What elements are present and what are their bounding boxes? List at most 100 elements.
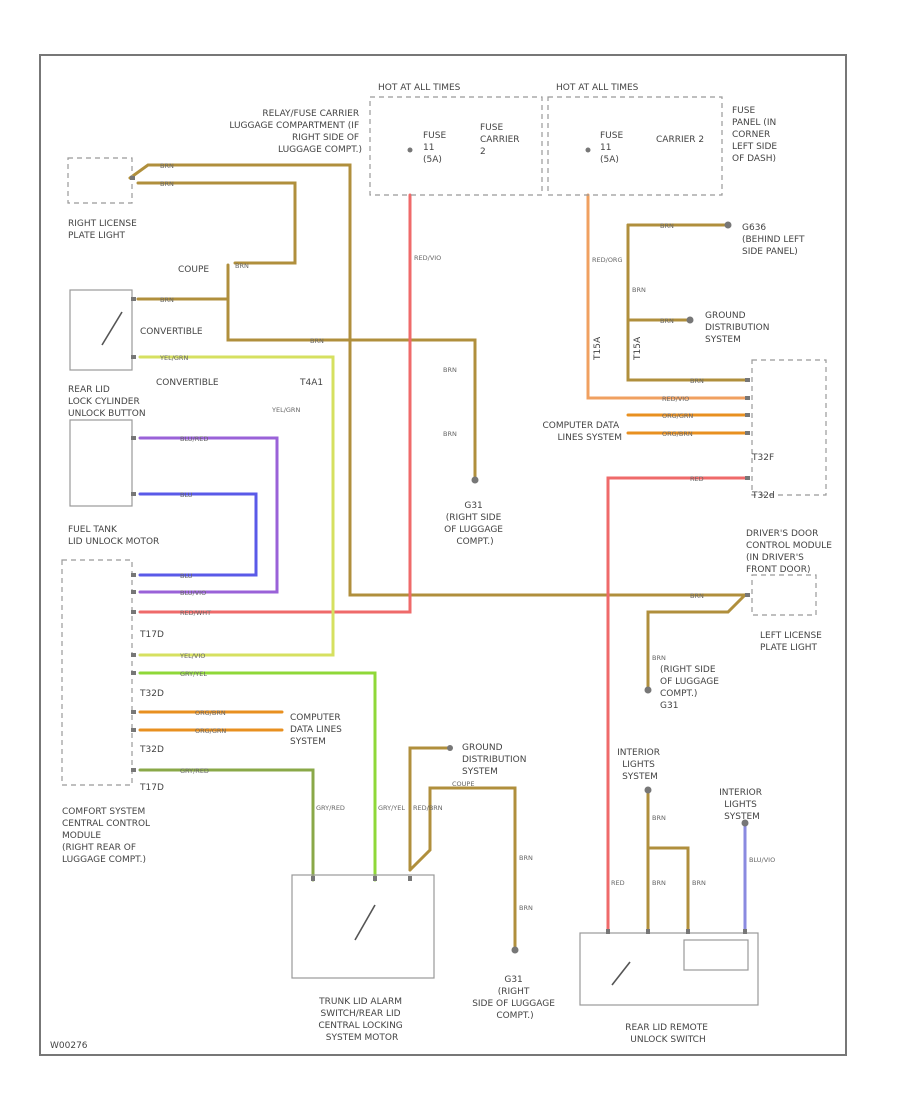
- trunk-switch-symbol: [354, 904, 376, 941]
- fuse-a-dot: [407, 147, 413, 153]
- coupe-2-label: COUPE: [452, 780, 474, 788]
- t4a1-label: T4A1: [299, 378, 323, 388]
- t15a-label: T15A: [593, 336, 603, 361]
- wl-blu-vio-int: BLU/VIO: [749, 856, 775, 864]
- term-rr-3: [686, 929, 690, 934]
- wl-gry-red-v: GRY/RED: [316, 804, 345, 812]
- fuse-panel-label: FUSE PANEL (IN CORNER LEFT SIDE OF DASH): [732, 106, 780, 164]
- driver-door-module: [751, 359, 827, 496]
- term-cs-6: [131, 710, 136, 714]
- wl-red-dd: RED: [690, 475, 704, 483]
- wl-yel-grn-v: YEL/GRN: [271, 406, 300, 414]
- wl-red-brn-a: RED/BRN: [413, 804, 443, 812]
- term-cs-3: [131, 610, 136, 614]
- term-fuel-1: [131, 436, 136, 440]
- wl-brn-g31-b: BRN: [443, 430, 457, 438]
- term-dd-3: [745, 413, 750, 417]
- ground-g636: [724, 221, 732, 229]
- wl-brn-int-3: BRN: [692, 879, 706, 887]
- wl-red-vio-b: RED/VIO: [662, 395, 689, 403]
- t32f-label: T32F: [751, 453, 774, 463]
- term-cs-4: [131, 653, 136, 657]
- wire-gry-yel: [138, 671, 377, 882]
- term-tr-2: [373, 876, 377, 881]
- right-license-plate-light: [67, 157, 133, 204]
- fuse-carrier-a-label: FUSE CARRIER 2: [480, 123, 522, 157]
- term-lock-1: [131, 297, 136, 301]
- term-cs-5: [131, 671, 136, 675]
- wl-brn-g636: BRN: [660, 222, 674, 230]
- computer-data-1-label: COMPUTER DATA LINES SYSTEM: [542, 421, 622, 443]
- rear-lid-lock-label: REAR LID LOCK CYLINDER UNLOCK BUTTON: [68, 385, 146, 419]
- term-fuel-2: [131, 492, 136, 496]
- term-rr-4: [743, 929, 747, 934]
- t15b-label: T15A: [633, 336, 643, 361]
- wl-brn-5: BRN: [310, 337, 324, 345]
- wire-gry-red: [138, 768, 315, 882]
- wl-blu-vio: BLU/VIO: [180, 589, 206, 597]
- diagram-code: W00276: [50, 1041, 88, 1051]
- wire-red-org-fuse-b: [586, 193, 747, 400]
- term-dd-2: [745, 396, 750, 400]
- rear-lid-remote-label: REAR LID REMOTE UNLOCK SWITCH: [625, 1023, 711, 1045]
- trunk-lid-label: TRUNK LID ALARM SWITCH/REAR LID CENTRAL …: [318, 997, 406, 1043]
- wire-red-fuse-a: [138, 193, 412, 614]
- fuse-carrier-b-label: CARRIER 2: [656, 135, 704, 145]
- wl-org-brn-r2: ORG/BRN: [662, 430, 693, 438]
- wl-yel-vio: YEL/VIO: [179, 652, 205, 660]
- relay-carrier-label: RELAY/FUSE CARRIER LUGGAGE COMPARTMENT (…: [229, 109, 362, 155]
- wire-brn-trunk-ground: [408, 746, 452, 872]
- computer-data-2-label: COMPUTER DATA LINES SYSTEM: [290, 713, 345, 747]
- term-cs-1: [131, 573, 136, 577]
- fuel-tank-lid-motor: [69, 419, 133, 507]
- wl-brn-gd: BRN: [660, 317, 674, 325]
- ground-dist-2-dot: [447, 745, 453, 751]
- wl-red-vio: RED/VIO: [414, 254, 441, 262]
- wl-brn-3: BRN: [160, 296, 174, 304]
- coupe-label: COUPE: [178, 265, 209, 275]
- ground-dist-2-label: GROUND DISTRIBUTION SYSTEM: [462, 743, 529, 777]
- wl-org-grn: ORG/GRN: [195, 727, 226, 735]
- term-cs-7: [131, 728, 136, 732]
- wl-brn-int-1: BRN: [652, 814, 666, 822]
- wl-org-grn-r1: ORG/GRN: [662, 412, 693, 420]
- t32d-label: T32d: [751, 491, 775, 501]
- driver-door-label: DRIVER'S DOOR CONTROL MODULE (IN DRIVER'…: [746, 529, 835, 575]
- comfort-system-module: [61, 559, 133, 786]
- wl-gry-yel: GRY/YEL: [180, 670, 207, 678]
- ground-dist-dot: [686, 316, 694, 324]
- term-tr-3: [408, 876, 412, 881]
- terminals: [130, 176, 750, 934]
- int-lights-dot-2: [741, 819, 749, 827]
- term-dd-5: [745, 476, 750, 480]
- fuse-b-dot: [585, 147, 591, 153]
- convertible-label-1: CONVERTIBLE: [140, 327, 203, 337]
- t17d-label-1: T17D: [139, 630, 164, 640]
- term-dd-1: [745, 378, 750, 382]
- wl-brn-int-2: BRN: [652, 879, 666, 887]
- comfort-system-label: COMFORT SYSTEM CENTRAL CONTROL MODULE (R…: [62, 807, 153, 865]
- fuse-b-label: FUSE 11 (5A): [600, 131, 626, 165]
- right-side-luggage-2-label: (RIGHT SIDE OF LUGGAGE COMPT.) G31: [660, 665, 722, 711]
- t32d-label-1: T32D: [139, 689, 164, 699]
- wire-brn-left-license: [646, 593, 747, 692]
- wire-brn-g636: [626, 223, 747, 382]
- wl-red-org: RED/ORG: [592, 256, 623, 264]
- wire-brn-trunk-coupe: [408, 786, 517, 952]
- wl-brn-trunk-b: BRN: [519, 904, 533, 912]
- left-license-plate-light: [751, 574, 817, 616]
- wl-brn-g31: BRN: [443, 366, 457, 374]
- term-lock-2: [131, 355, 136, 359]
- fuse-box-a: [369, 96, 543, 196]
- wire-brn-int-2: [646, 846, 690, 932]
- wl-yel-grn: YEL/GRN: [159, 354, 188, 362]
- t32d-label-2: T32D: [139, 745, 164, 755]
- g31-a-label: G31 (RIGHT SIDE OF LUGGAGE COMPT.): [444, 501, 506, 547]
- wire-yel-grn: [138, 355, 335, 657]
- left-license-label: LEFT LICENSE PLATE LIGHT: [760, 631, 825, 653]
- wl-gry-red: GRY/RED: [180, 767, 209, 775]
- wl-brn-2: BRN: [160, 180, 174, 188]
- wl-red-remote: RED: [611, 879, 625, 887]
- fuse-a-label: FUSE 11 (5A): [423, 131, 449, 165]
